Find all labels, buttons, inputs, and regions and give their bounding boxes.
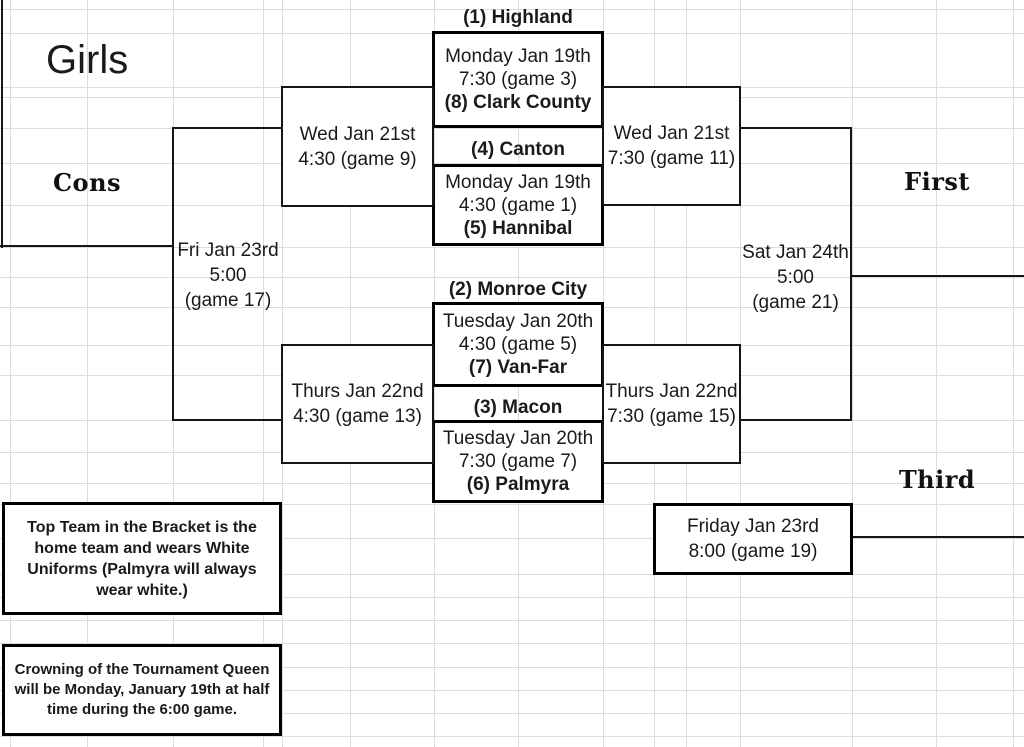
crowning-note-line: will be Monday, January 19th at half — [14, 681, 270, 698]
game7-seed: (6) Palmyra — [466, 474, 570, 495]
uniforms-note-line: home team and wears White — [34, 539, 250, 557]
gridline-horizontal — [0, 9, 1024, 10]
seed-highland: (1) Highland — [463, 7, 573, 28]
game5-date: Tuesday Jan 20th — [442, 311, 594, 332]
game5-time: 4:30 (game 5) — [458, 334, 578, 355]
game13-date: Thurs Jan 22nd — [291, 381, 424, 402]
gridline-vertical — [936, 0, 937, 747]
gridline-horizontal — [0, 690, 1024, 691]
crowning-note-line: time during the 6:00 game. — [46, 701, 238, 718]
game11-time: 7:30 (game 11) — [607, 148, 736, 169]
game17-date: Fri Jan 23rd — [177, 240, 279, 261]
gridline-vertical — [852, 0, 853, 747]
gridline-horizontal — [0, 736, 1024, 737]
game19-box: Friday Jan 23rd 8:00 (game 19) — [653, 503, 853, 575]
game11-date: Wed Jan 21st — [613, 123, 730, 144]
seed-macon: (3) Macon — [473, 397, 563, 418]
game21-time: 5:00 — [777, 267, 814, 288]
seed-canton: (4) Canton — [471, 139, 565, 160]
game1-date: Monday Jan 19th — [445, 171, 591, 193]
uniforms-note-box: Top Team in the Bracket is the home team… — [2, 502, 282, 615]
game7-time: 7:30 (game 7) — [458, 451, 578, 472]
gridline-vertical — [263, 0, 264, 747]
gridline-horizontal — [0, 574, 1024, 575]
left-bracket-bottom-line — [172, 419, 283, 421]
gridline-horizontal — [0, 504, 1024, 505]
game9-date: Wed Jan 21st — [299, 123, 416, 145]
game17-number: (game 17) — [184, 290, 272, 311]
game7-date: Tuesday Jan 20th — [442, 428, 594, 449]
first-place-line — [850, 275, 1024, 277]
game3-time: 7:30 (game 3) — [458, 69, 578, 90]
gridline-horizontal — [0, 667, 1024, 668]
gridline-vertical — [10, 0, 11, 747]
gridline-horizontal — [0, 597, 1024, 598]
gridline-horizontal — [0, 620, 1024, 621]
right-bracket-bottom-line — [739, 419, 852, 421]
uniforms-note-line: wear white.) — [96, 581, 188, 599]
gridline-vertical — [1013, 0, 1014, 747]
gridline-horizontal — [0, 538, 1024, 539]
gridline-horizontal — [0, 277, 1024, 278]
gridline-vertical — [87, 0, 88, 747]
page-title: Girls — [46, 38, 129, 82]
game9-time: 4:30 (game 9) — [298, 148, 417, 170]
gridline-horizontal — [0, 713, 1024, 714]
cons-feeder-line — [0, 245, 174, 247]
right-bracket-vertical — [850, 127, 852, 421]
game3-box: Monday Jan 19th 7:30 (game 3) (8) Clark … — [432, 31, 604, 128]
game17-text: Fri Jan 23rd 5:00 (game 17) — [174, 238, 282, 313]
seed-monroe-city: (2) Monroe City — [448, 279, 588, 300]
gridline-horizontal — [0, 128, 1024, 129]
game21-text: Sat Jan 24th 5:00 (game 21) — [741, 240, 850, 315]
left-edge-entry-line — [1, 0, 3, 248]
game15-box: Thurs Jan 22nd 7:30 (game 15) — [602, 344, 741, 464]
gridline-horizontal — [0, 643, 1024, 644]
game15-date: Thurs Jan 22nd — [605, 381, 738, 402]
right-bracket-top-line — [739, 127, 852, 129]
game5-box: Tuesday Jan 20th 4:30 (game 5) (7) Van-F… — [432, 302, 604, 387]
game19-time: 8:00 (game 19) — [688, 541, 818, 562]
left-bracket-top-line — [172, 127, 283, 129]
third-label: Third — [898, 465, 976, 494]
game21-date: Sat Jan 24th — [742, 242, 849, 263]
game21-number: (game 21) — [752, 292, 839, 313]
game3-seed: (8) Clark County — [444, 92, 592, 113]
game19-date: Friday Jan 23rd — [686, 516, 819, 537]
gridline-horizontal — [0, 247, 1024, 248]
game1-time: 4:30 (game 1) — [458, 194, 578, 216]
uniforms-note-line: Uniforms (Palmyra will always — [27, 560, 257, 578]
crowning-note-line: Crowning of the Tournament Queen — [14, 661, 270, 678]
game9-box: Wed Jan 21st 4:30 (game 9) — [281, 86, 434, 207]
cons-label: Cons — [52, 168, 122, 197]
game5-seed: (7) Van-Far — [468, 357, 568, 378]
game11-box: Wed Jan 21st 7:30 (game 11) — [602, 86, 741, 206]
game1-seed: (5) Hannibal — [463, 217, 573, 239]
crowning-note-box: Crowning of the Tournament Queen will be… — [2, 644, 282, 736]
uniforms-note-line: Top Team in the Bracket is the — [27, 518, 257, 536]
game15-time: 7:30 (game 15) — [607, 406, 736, 427]
third-place-line — [852, 536, 1024, 538]
game17-time: 5:00 — [209, 265, 247, 286]
left-bracket-vertical — [172, 127, 174, 421]
game13-time: 4:30 (game 13) — [293, 406, 422, 427]
first-label: First — [904, 167, 970, 196]
game7-box: Tuesday Jan 20th 7:30 (game 7) (6) Palmy… — [432, 420, 604, 503]
game13-box: Thurs Jan 22nd 4:30 (game 13) — [281, 344, 434, 464]
game3-date: Monday Jan 19th — [445, 46, 591, 67]
game1-box: Monday Jan 19th 4:30 (game 1) (5) Hannib… — [432, 164, 604, 246]
gridline-horizontal — [0, 163, 1024, 164]
